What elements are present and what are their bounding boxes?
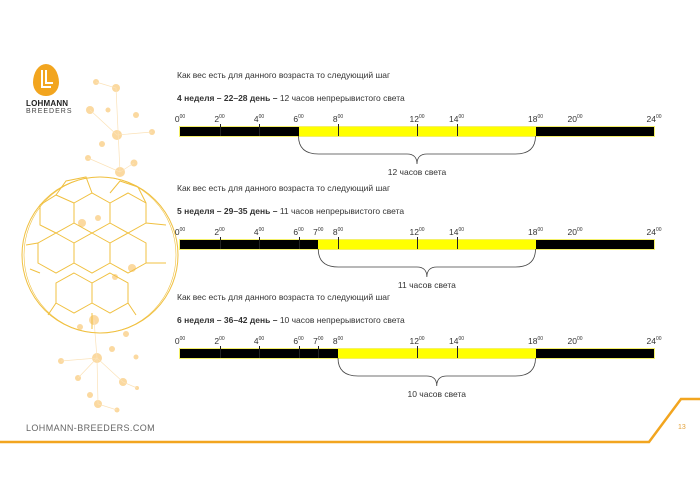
hour-label: 2000 bbox=[567, 227, 583, 237]
hour-label: 800 bbox=[332, 114, 344, 124]
block-title: Как вес есть для данного возраста то сле… bbox=[177, 70, 391, 80]
dark-period bbox=[535, 349, 654, 358]
block-title: Как вес есть для данного возраста то сле… bbox=[177, 292, 391, 302]
light-hours-text: 10 часов непрерывистого света bbox=[277, 315, 405, 325]
brace-icon bbox=[298, 136, 536, 165]
brace-label: 12 часов света bbox=[387, 167, 447, 177]
hour-label: 1400 bbox=[448, 336, 465, 346]
hour-label: 200 bbox=[214, 336, 225, 346]
hour-label: 800 bbox=[332, 227, 344, 237]
lohmann-logo: LOHMANN BREEDERS bbox=[26, 64, 73, 115]
hour-label: 2000 bbox=[567, 114, 583, 124]
hour-tick bbox=[456, 124, 458, 136]
dark-period bbox=[535, 127, 654, 136]
hour-label: 700 bbox=[313, 227, 324, 237]
week-label: 6 неделя – 36–42 день – bbox=[177, 315, 278, 325]
dark-period bbox=[535, 240, 654, 249]
light-period bbox=[338, 349, 536, 358]
hour-tick bbox=[219, 237, 221, 249]
week-label: 5 неделя – 29–35 день – bbox=[177, 206, 278, 216]
block-title: Как вес есть для данного возраста то сле… bbox=[177, 183, 391, 193]
brace-label: 10 часов света bbox=[407, 389, 467, 399]
block-subtitle: 5 неделя – 29–35 день – 11 часов непреры… bbox=[177, 206, 404, 216]
website-link[interactable]: LOHMANN-BREEDERS.COM bbox=[26, 423, 156, 433]
hour-label: 200 bbox=[214, 227, 225, 237]
hour-label: 1800 bbox=[527, 336, 544, 346]
footer-accent-line bbox=[0, 397, 700, 444]
hour-tick bbox=[259, 124, 260, 136]
hour-tick bbox=[298, 237, 300, 249]
hour-tick bbox=[338, 124, 339, 136]
hour-tick bbox=[298, 346, 300, 358]
block-subtitle: 4 неделя – 22–28 день – 12 часов непреры… bbox=[177, 93, 405, 103]
hour-label: 800 bbox=[332, 336, 344, 346]
hour-tick bbox=[219, 346, 221, 358]
light-hours-text: 12 часов непрерывистого света bbox=[277, 93, 405, 103]
page-number: 13 bbox=[678, 424, 686, 431]
hour-tick bbox=[318, 346, 320, 358]
hour-label: 1200 bbox=[409, 114, 425, 124]
hour-tick bbox=[417, 124, 418, 136]
hour-label: 1800 bbox=[527, 114, 544, 124]
brace-label: 11 часов света bbox=[397, 280, 456, 290]
hour-label: 2400 bbox=[646, 336, 662, 346]
hour-label: 400 bbox=[253, 114, 265, 124]
logo-text: LOHMANN bbox=[26, 99, 69, 108]
hour-label: 600 bbox=[293, 227, 304, 237]
brace-icon bbox=[337, 358, 536, 387]
hour-label: 400 bbox=[253, 227, 265, 237]
hour-label: 1800 bbox=[527, 227, 544, 237]
hour-label: 400 bbox=[253, 336, 265, 346]
light-period bbox=[318, 240, 536, 249]
hour-tick bbox=[456, 346, 458, 358]
week-label: 4 неделя – 22–28 день – bbox=[177, 93, 278, 103]
hour-label: 1200 bbox=[409, 336, 425, 346]
dark-period bbox=[180, 240, 319, 249]
hour-tick bbox=[219, 124, 221, 136]
dark-period bbox=[180, 127, 299, 136]
hour-tick bbox=[259, 237, 260, 249]
hour-label: 2000 bbox=[567, 336, 583, 346]
light-schedule-bar bbox=[180, 240, 654, 249]
hour-label: 1200 bbox=[409, 227, 425, 237]
hour-label: 000 bbox=[174, 336, 186, 346]
hour-tick bbox=[456, 237, 458, 249]
hour-label: 2400 bbox=[646, 114, 662, 124]
egg-logo-icon bbox=[33, 64, 59, 96]
hour-label: 600 bbox=[293, 336, 304, 346]
hour-label: 000 bbox=[174, 114, 186, 124]
hour-tick bbox=[417, 346, 418, 358]
hour-label: 000 bbox=[174, 227, 186, 237]
logo-subtext: BREEDERS bbox=[26, 108, 73, 115]
brace-icon bbox=[317, 249, 536, 278]
block-subtitle: 6 неделя – 36–42 день – 10 часов непреры… bbox=[177, 315, 405, 325]
hour-label: 1400 bbox=[448, 227, 465, 237]
hour-label: 600 bbox=[293, 114, 304, 124]
hour-label: 2400 bbox=[646, 227, 662, 237]
hour-tick bbox=[417, 237, 418, 249]
hour-label: 700 bbox=[313, 336, 324, 346]
light-hours-text: 11 часов непрерывистого света bbox=[277, 206, 405, 216]
hour-label: 1400 bbox=[448, 114, 465, 124]
hour-label: 200 bbox=[214, 114, 225, 124]
hour-tick bbox=[338, 237, 339, 249]
hour-tick bbox=[259, 346, 260, 358]
